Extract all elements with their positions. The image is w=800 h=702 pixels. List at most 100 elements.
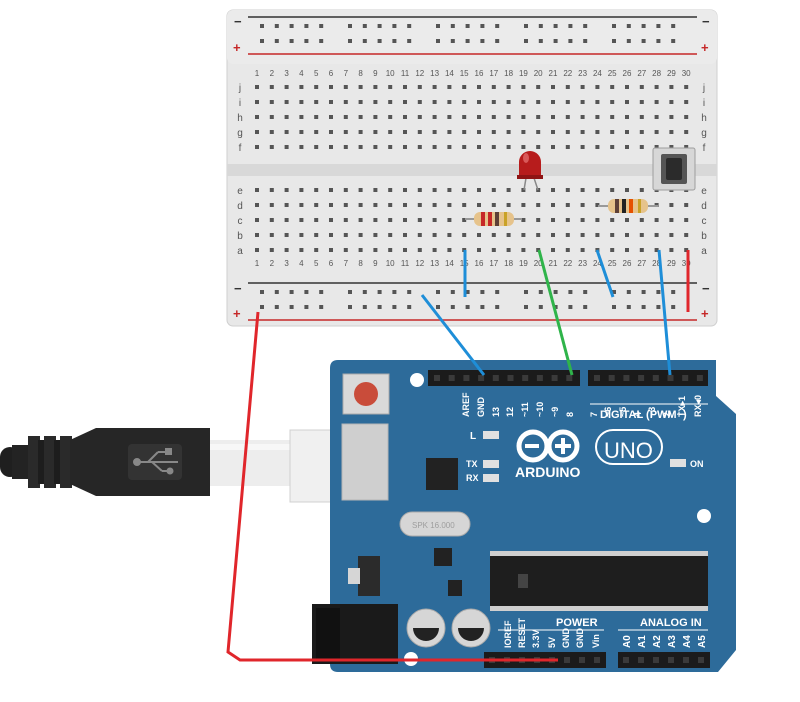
breadboard-hole[interactable] bbox=[536, 188, 541, 192]
rail-hole[interactable] bbox=[377, 290, 382, 294]
rail-hole[interactable] bbox=[319, 305, 324, 309]
breadboard-hole[interactable] bbox=[521, 203, 526, 207]
breadboard-hole[interactable] bbox=[417, 233, 422, 237]
breadboard-hole[interactable] bbox=[684, 233, 689, 237]
breadboard-hole[interactable] bbox=[491, 145, 496, 149]
header-pin[interactable] bbox=[682, 375, 689, 381]
breadboard-hole[interactable] bbox=[610, 130, 615, 134]
breadboard-hole[interactable] bbox=[565, 233, 570, 237]
breadboard-hole[interactable] bbox=[477, 115, 481, 119]
breadboard-hole[interactable] bbox=[329, 115, 333, 119]
breadboard-hole[interactable] bbox=[477, 85, 481, 89]
rail-hole[interactable] bbox=[656, 305, 661, 309]
breadboard-hole[interactable] bbox=[684, 203, 689, 207]
rail-hole[interactable] bbox=[304, 290, 309, 294]
breadboard-hole[interactable] bbox=[654, 218, 659, 222]
header-pin[interactable] bbox=[698, 657, 704, 663]
breadboard-hole[interactable] bbox=[610, 115, 615, 119]
breadboard-hole[interactable] bbox=[255, 218, 259, 222]
header-pin[interactable] bbox=[434, 375, 440, 381]
breadboard-hole[interactable] bbox=[417, 85, 422, 89]
rail-hole[interactable] bbox=[626, 290, 631, 294]
rail-hole[interactable] bbox=[612, 24, 616, 28]
breadboard-hole[interactable] bbox=[491, 248, 496, 252]
breadboard-hole[interactable] bbox=[506, 145, 511, 149]
breadboard-hole[interactable] bbox=[580, 145, 585, 149]
breadboard-hole[interactable] bbox=[358, 233, 363, 237]
breadboard-hole[interactable] bbox=[329, 100, 333, 104]
breadboard-hole[interactable] bbox=[314, 218, 319, 222]
breadboard-hole[interactable] bbox=[506, 115, 511, 119]
breadboard-hole[interactable] bbox=[314, 203, 319, 207]
rail-hole[interactable] bbox=[260, 290, 264, 294]
rail-hole[interactable] bbox=[641, 39, 646, 43]
breadboard-hole[interactable] bbox=[506, 100, 511, 104]
breadboard-hole[interactable] bbox=[536, 248, 541, 252]
breadboard-hole[interactable] bbox=[447, 145, 452, 149]
rail-hole[interactable] bbox=[583, 24, 588, 28]
reset-button[interactable] bbox=[342, 373, 390, 415]
breadboard-hole[interactable] bbox=[521, 130, 526, 134]
breadboard-hole[interactable] bbox=[284, 233, 289, 237]
breadboard-hole[interactable] bbox=[669, 100, 674, 104]
rail-hole[interactable] bbox=[626, 305, 631, 309]
breadboard-hole[interactable] bbox=[343, 130, 348, 134]
breadboard-hole[interactable] bbox=[595, 85, 600, 89]
breadboard-hole[interactable] bbox=[462, 115, 467, 119]
rail-hole[interactable] bbox=[348, 305, 352, 309]
rail-hole[interactable] bbox=[480, 24, 485, 28]
breadboard-hole[interactable] bbox=[284, 218, 289, 222]
breadboard-hole[interactable] bbox=[565, 218, 570, 222]
rail-hole[interactable] bbox=[392, 24, 397, 28]
breadboard-hole[interactable] bbox=[610, 100, 615, 104]
breadboard-hole[interactable] bbox=[639, 233, 644, 237]
rail-hole[interactable] bbox=[319, 290, 324, 294]
breadboard-hole[interactable] bbox=[506, 233, 511, 237]
breadboard-hole[interactable] bbox=[447, 248, 452, 252]
breadboard-hole[interactable] bbox=[388, 85, 393, 89]
rail-hole[interactable] bbox=[656, 39, 661, 43]
breadboard-hole[interactable] bbox=[314, 115, 319, 119]
breadboard-hole[interactable] bbox=[639, 85, 644, 89]
breadboard-hole[interactable] bbox=[284, 100, 289, 104]
breadboard-hole[interactable] bbox=[417, 145, 422, 149]
breadboard-hole[interactable] bbox=[284, 188, 289, 192]
breadboard-hole[interactable] bbox=[625, 100, 629, 104]
rail-hole[interactable] bbox=[626, 24, 631, 28]
breadboard-hole[interactable] bbox=[329, 85, 333, 89]
rail-hole[interactable] bbox=[524, 24, 528, 28]
rail-hole[interactable] bbox=[656, 290, 661, 294]
rail-hole[interactable] bbox=[626, 39, 631, 43]
rail-hole[interactable] bbox=[656, 24, 661, 28]
breadboard-hole[interactable] bbox=[284, 130, 289, 134]
breadboard-hole[interactable] bbox=[417, 203, 422, 207]
breadboard-hole[interactable] bbox=[299, 145, 304, 149]
rail-hole[interactable] bbox=[304, 305, 309, 309]
rail-hole[interactable] bbox=[436, 290, 440, 294]
breadboard-hole[interactable] bbox=[610, 188, 615, 192]
breadboard-hole[interactable] bbox=[314, 248, 319, 252]
breadboard-hole[interactable] bbox=[639, 248, 644, 252]
breadboard-hole[interactable] bbox=[373, 203, 378, 207]
breadboard-hole[interactable] bbox=[551, 115, 555, 119]
wire-green-pin8[interactable] bbox=[537, 249, 574, 376]
breadboard-hole[interactable] bbox=[669, 145, 674, 149]
rail-hole[interactable] bbox=[289, 24, 294, 28]
breadboard-hole[interactable] bbox=[565, 203, 570, 207]
rail-hole[interactable] bbox=[538, 290, 543, 294]
rail-hole[interactable] bbox=[641, 24, 646, 28]
breadboard-hole[interactable] bbox=[580, 85, 585, 89]
breadboard-hole[interactable] bbox=[373, 145, 378, 149]
breadboard-hole[interactable] bbox=[684, 100, 689, 104]
breadboard-hole[interactable] bbox=[580, 115, 585, 119]
rail-hole[interactable] bbox=[495, 305, 500, 309]
breadboard-hole[interactable] bbox=[506, 248, 511, 252]
breadboard-hole[interactable] bbox=[432, 100, 437, 104]
breadboard-hole[interactable] bbox=[388, 115, 393, 119]
breadboard-hole[interactable] bbox=[269, 248, 274, 252]
breadboard-hole[interactable] bbox=[358, 85, 363, 89]
push-button[interactable] bbox=[652, 147, 696, 191]
breadboard-hole[interactable] bbox=[684, 248, 689, 252]
breadboard-hole[interactable] bbox=[255, 233, 259, 237]
rail-hole[interactable] bbox=[671, 39, 676, 43]
